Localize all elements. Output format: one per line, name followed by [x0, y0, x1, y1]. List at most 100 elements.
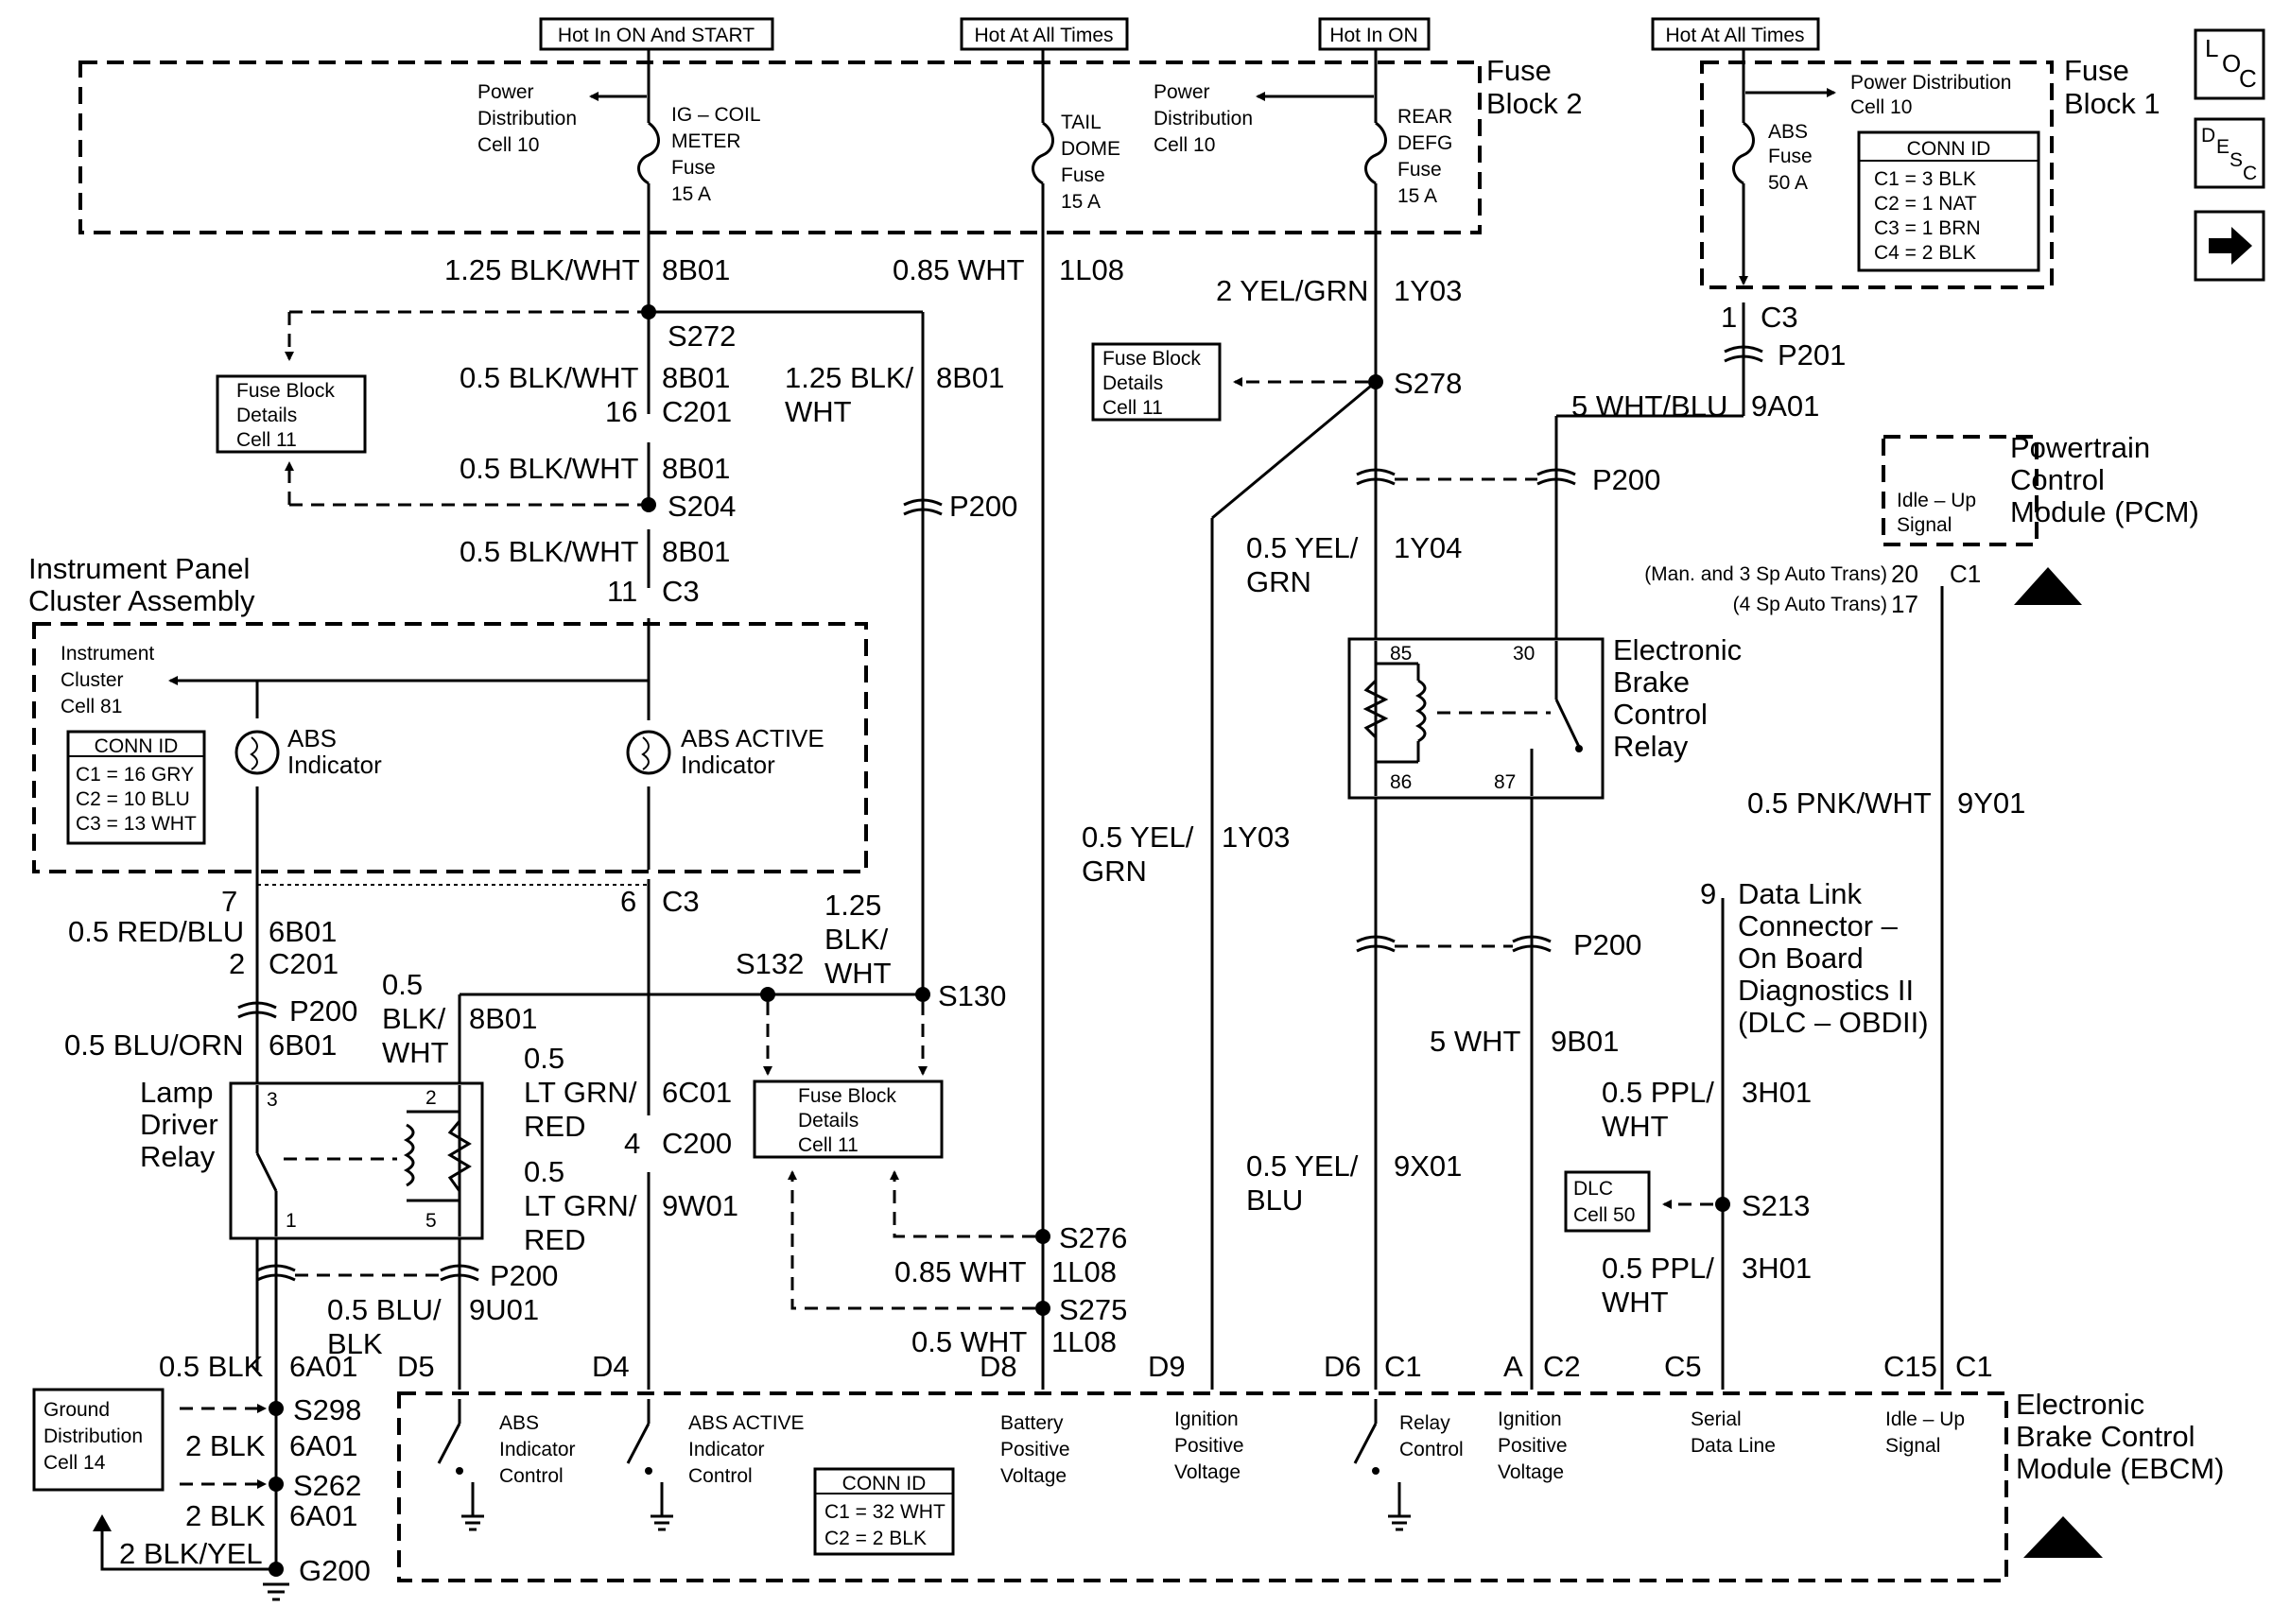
fuse-block-details-box-1[interactable]: Fuse Block Details Cell 11: [216, 374, 367, 454]
svg-text:1.25 BLK/: 1.25 BLK/: [785, 361, 914, 394]
svg-text:Cluster: Cluster: [61, 669, 124, 691]
splice-s275: [1035, 1301, 1050, 1316]
svg-text:0.5: 0.5: [382, 968, 423, 1001]
ebcm-function-labels: ABS Indicator Control ABS ACTIVE Indicat…: [499, 1408, 1965, 1487]
svg-text:C3: C3: [662, 885, 700, 918]
svg-text:Relay: Relay: [1613, 730, 1689, 763]
splice-s213: [1715, 1197, 1730, 1212]
svg-text:86: 86: [1390, 771, 1412, 793]
svg-text:S298: S298: [293, 1393, 361, 1426]
svg-text:Relay: Relay: [140, 1140, 216, 1173]
svg-text:BLK: BLK: [327, 1327, 383, 1360]
desc-icon[interactable]: D E S C: [2194, 117, 2265, 189]
splice-s276: [1035, 1229, 1050, 1244]
fuse-tail-label: TAIL DOME Fuse 15 A: [1061, 112, 1120, 213]
svg-text:Block 2: Block 2: [1486, 87, 1583, 120]
svg-text:9X01: 9X01: [1394, 1149, 1462, 1183]
svg-text:Cell 81: Cell 81: [61, 696, 122, 717]
svg-text:CONN ID: CONN ID: [1907, 138, 1991, 160]
svg-text:Cell 11: Cell 11: [236, 429, 297, 451]
dlc-title: Data Link Connector – On Board Diagnosti…: [1738, 877, 1929, 1039]
next-arrow-icon[interactable]: [2194, 210, 2265, 282]
svg-text:Power Distribution: Power Distribution: [1850, 72, 2011, 94]
svg-text:8B01: 8B01: [662, 253, 730, 286]
svg-text:0.85 WHT: 0.85 WHT: [893, 253, 1025, 286]
ebcr-title: Electronic Brake Control Relay: [1613, 633, 1742, 763]
svg-text:Brake Control: Brake Control: [2016, 1420, 2195, 1453]
svg-text:S130: S130: [938, 979, 1006, 1012]
svg-text:P200: P200: [1573, 928, 1641, 961]
svg-text:1: 1: [286, 1210, 297, 1232]
svg-text:D9: D9: [1148, 1350, 1186, 1383]
svg-text:RED: RED: [524, 1110, 585, 1143]
svg-text:Signal: Signal: [1885, 1435, 1940, 1457]
svg-text:Electronic: Electronic: [1613, 633, 1742, 666]
splice-s130: [915, 987, 930, 1002]
svg-text:50 A: 50 A: [1768, 172, 1808, 194]
svg-text:8B01: 8B01: [662, 535, 730, 568]
svg-text:BLK/: BLK/: [382, 1002, 446, 1035]
fuse-block-details-box-2[interactable]: Fuse Block Details Cell 11: [1091, 342, 1222, 422]
ground-distribution-box[interactable]: Ground Distribution Cell 14: [32, 1388, 165, 1492]
svg-text:Cluster Assembly: Cluster Assembly: [28, 584, 255, 617]
svg-text:1.25 BLK/WHT: 1.25 BLK/WHT: [444, 253, 640, 286]
connector-p200-d: [237, 1001, 277, 1019]
svg-text:C: C: [2243, 163, 2257, 184]
svg-text:S276: S276: [1059, 1221, 1127, 1254]
svg-text:CONN ID: CONN ID: [842, 1473, 927, 1494]
svg-text:7: 7: [221, 885, 237, 918]
svg-text:WHT: WHT: [382, 1036, 449, 1069]
svg-text:WHT: WHT: [824, 957, 892, 990]
ipc-cluster-ref: Instrument Cluster Cell 81: [61, 643, 154, 717]
svg-text:0.5 PPL/: 0.5 PPL/: [1602, 1076, 1714, 1109]
svg-text:C: C: [2239, 64, 2257, 93]
svg-text:S132: S132: [736, 947, 804, 980]
power-source-hot-on-start: Hot In ON And START: [539, 17, 774, 51]
abs-active-indicator-control-switch: [626, 1399, 673, 1531]
svg-text:Fuse: Fuse: [1397, 159, 1442, 181]
svg-text:Module (PCM): Module (PCM): [2010, 495, 2199, 528]
svg-text:0.5 YEL/: 0.5 YEL/: [1246, 1149, 1359, 1183]
svg-text:1L08: 1L08: [1051, 1325, 1117, 1358]
svg-text:O: O: [2222, 49, 2241, 78]
svg-text:BLU: BLU: [1246, 1183, 1303, 1217]
svg-text:15 A: 15 A: [1061, 191, 1101, 213]
svg-text:DLC: DLC: [1573, 1178, 1613, 1200]
svg-text:8B01: 8B01: [936, 361, 1004, 394]
svg-text:Positive: Positive: [1000, 1439, 1070, 1460]
svg-text:ABS ACTIVE: ABS ACTIVE: [688, 1412, 805, 1434]
svg-text:Cell 14: Cell 14: [43, 1452, 106, 1474]
connector-p200-c: [1356, 935, 1552, 953]
loc-icon[interactable]: L O C: [2194, 28, 2265, 100]
svg-text:RED: RED: [524, 1223, 585, 1256]
svg-text:WHT: WHT: [1602, 1286, 1669, 1319]
svg-text:Cell 50: Cell 50: [1573, 1204, 1635, 1226]
svg-text:C201: C201: [662, 395, 732, 428]
svg-text:Hot At All Times: Hot At All Times: [974, 25, 1113, 46]
fuse-block-2-title: Fuse: [1486, 54, 1552, 87]
svg-text:On Board: On Board: [1738, 942, 1864, 975]
fuse-rear-defg-symbol: [1364, 121, 1387, 185]
svg-text:0.5: 0.5: [524, 1155, 564, 1188]
svg-text:C15: C15: [1883, 1350, 1937, 1383]
svg-text:C200: C200: [662, 1127, 732, 1160]
svg-text:WHT: WHT: [1602, 1110, 1669, 1143]
svg-text:2 BLK: 2 BLK: [185, 1499, 266, 1532]
svg-text:P200: P200: [1592, 463, 1660, 496]
svg-text:Details: Details: [1102, 372, 1163, 394]
svg-text:Relay: Relay: [1399, 1412, 1450, 1434]
conn-id-ebcm: CONN ID C1 = 32 WHT C2 = 2 BLK: [813, 1467, 955, 1556]
svg-text:S: S: [2230, 149, 2243, 171]
svg-text:S272: S272: [668, 320, 736, 353]
fuse-block-details-box-3[interactable]: Fuse Block Details Cell 11: [753, 1080, 944, 1159]
svg-text:Ground: Ground: [43, 1399, 110, 1421]
svg-text:(4 Sp Auto Trans): (4 Sp Auto Trans): [1733, 594, 1887, 615]
svg-text:Indicator: Indicator: [688, 1439, 765, 1460]
svg-text:C5: C5: [1664, 1350, 1702, 1383]
svg-text:1.25: 1.25: [824, 889, 881, 922]
svg-text:Indicator: Indicator: [287, 751, 382, 779]
svg-text:16: 16: [605, 395, 637, 428]
svg-text:0.5 BLK: 0.5 BLK: [159, 1350, 264, 1383]
abs-indicator-control-switch: [437, 1399, 484, 1531]
svg-text:Battery: Battery: [1000, 1412, 1064, 1434]
